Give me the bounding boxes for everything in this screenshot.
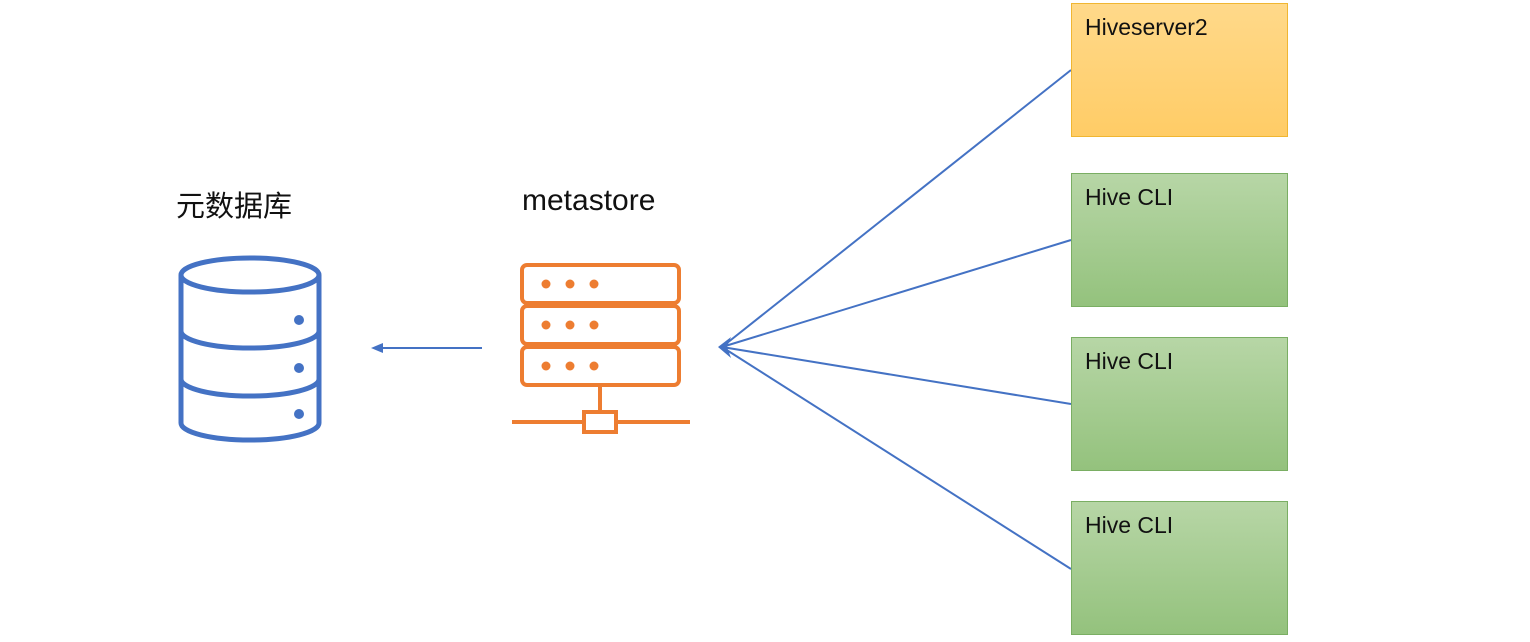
arrowhead-metastore [718, 337, 731, 358]
server-icon [512, 263, 690, 434]
hive-cli-box: Hive CLI [1071, 337, 1288, 471]
hiveserver2-box: Hiveserver2 [1071, 3, 1288, 137]
connector-hive-cli-1 [721, 239, 1072, 348]
connector-hive-cli-3 [721, 346, 1072, 570]
hive-cli-box: Hive CLI [1071, 173, 1288, 307]
hive-cli-box: Hive CLI [1071, 501, 1288, 635]
database-icon [178, 255, 322, 443]
connector-hive-cli-2 [721, 346, 1072, 405]
connector-hiveserver2 [721, 69, 1072, 348]
metastore-label: metastore [522, 184, 656, 217]
database-label: 元数据库 [176, 189, 293, 223]
arrowhead-database [371, 343, 383, 353]
